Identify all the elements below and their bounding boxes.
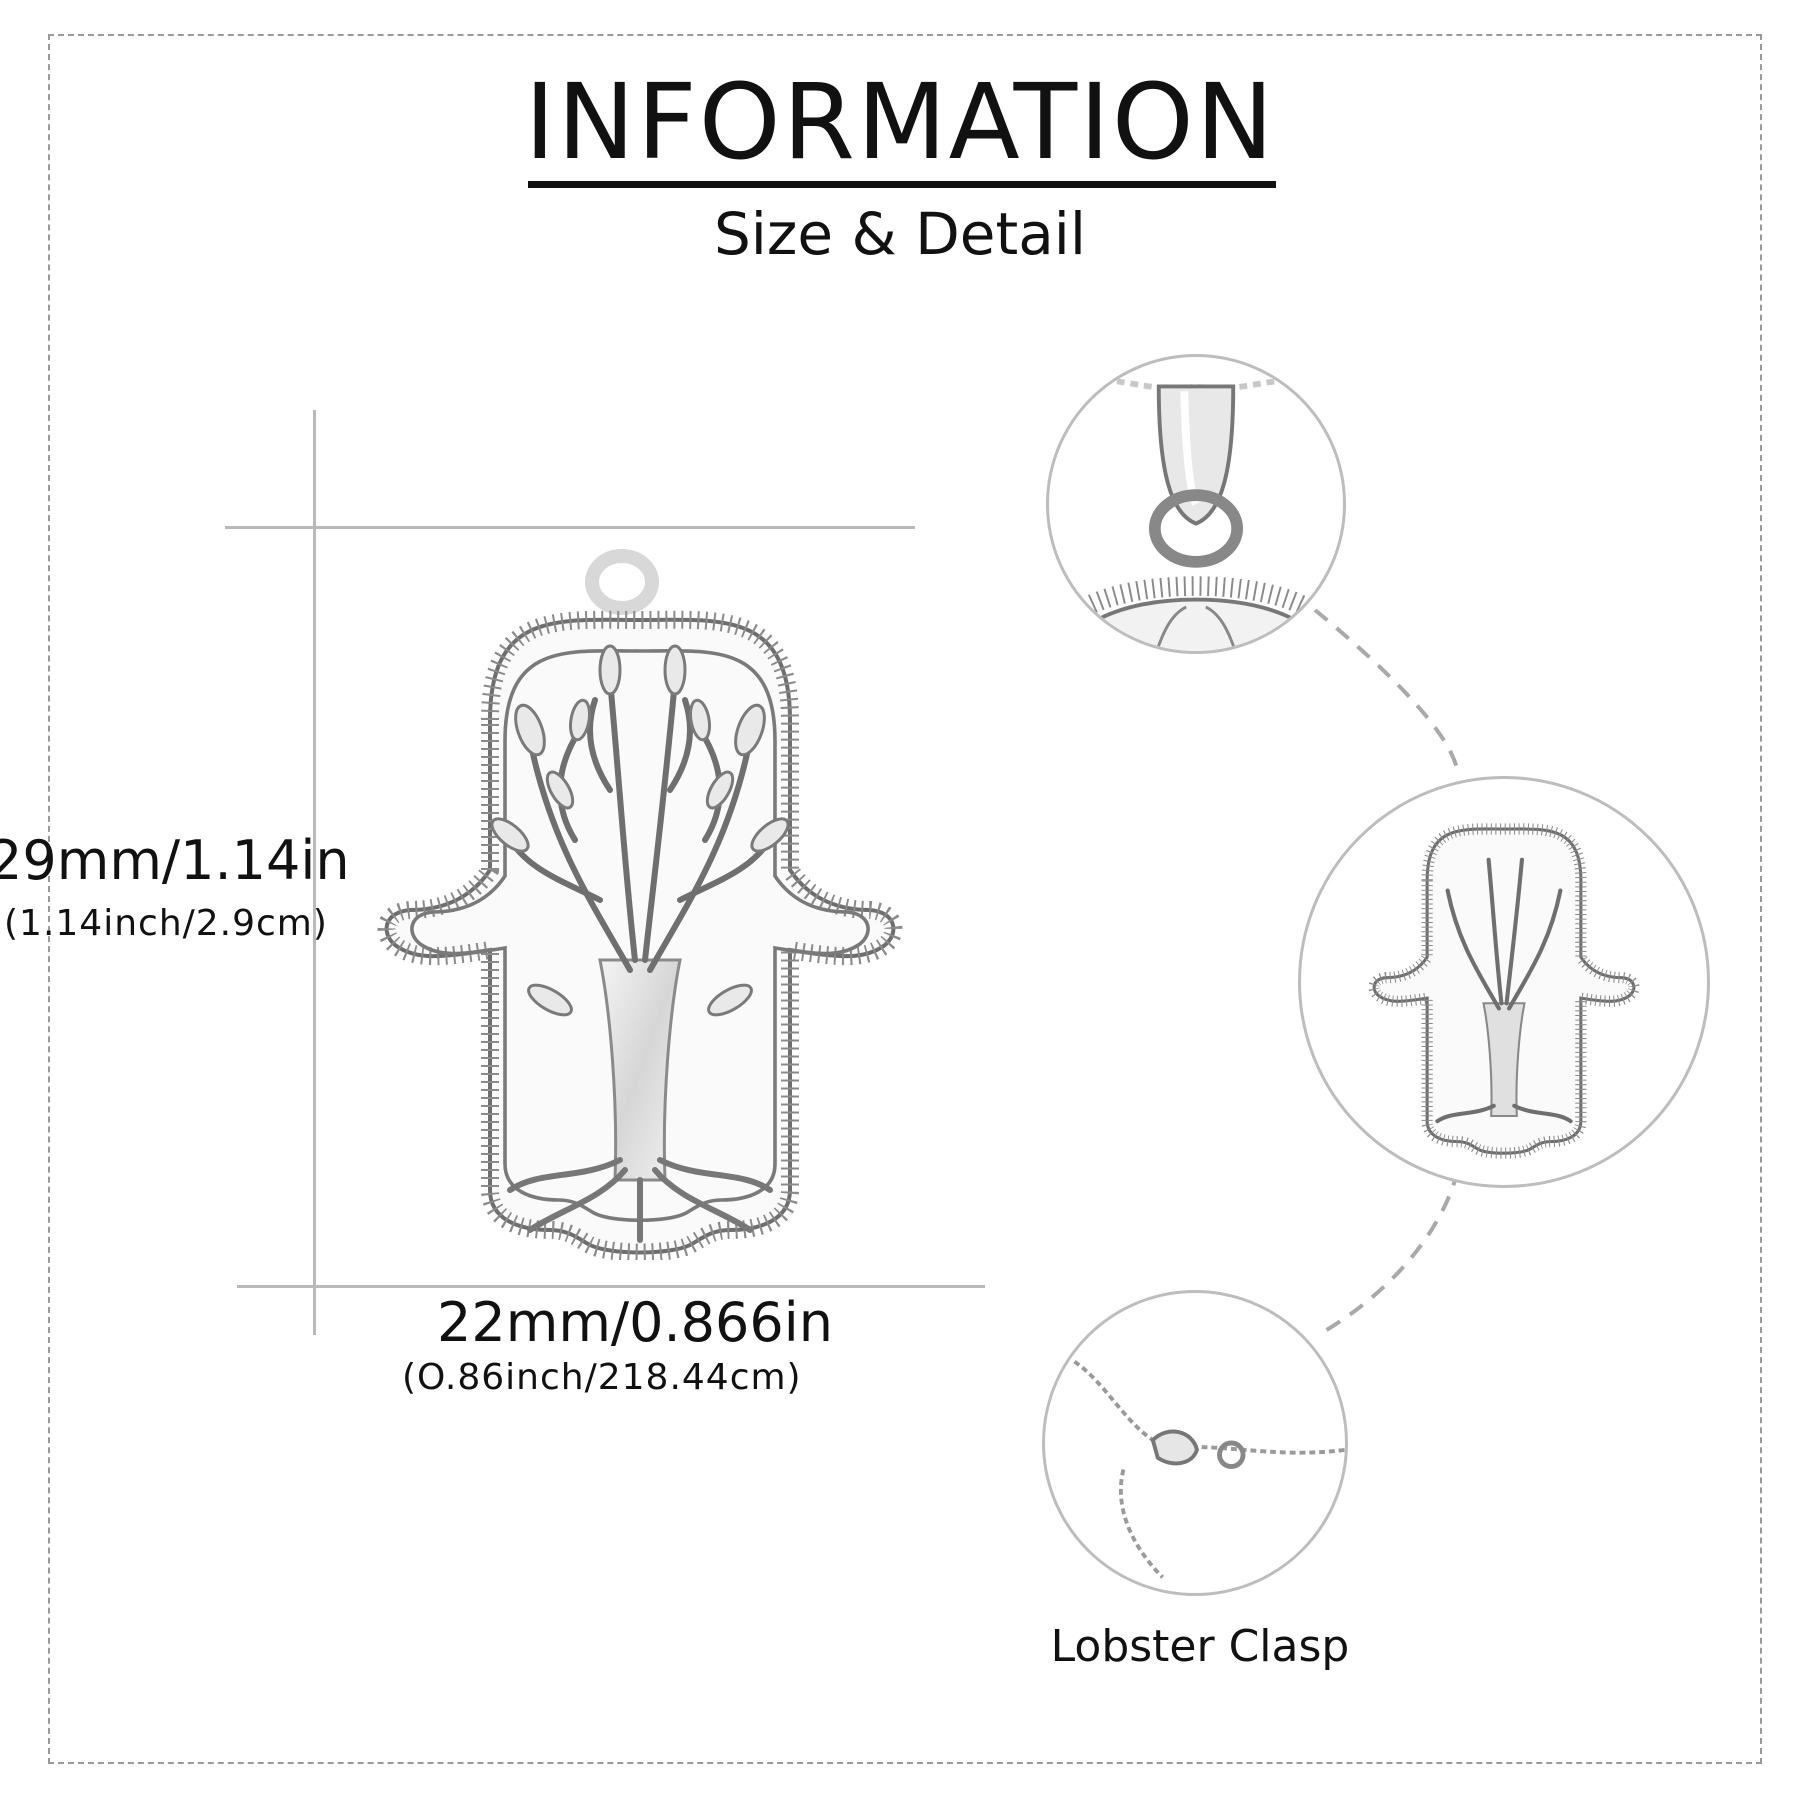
pendant-bail-detail-icon [1046,354,1346,654]
dashed-frame [48,34,1762,1764]
width-measurement: 22mm/0.866in [437,1291,833,1354]
page-subtitle: Size & Detail [713,200,1086,268]
hamsa-pendant-detail-icon [1298,776,1710,1188]
lobster-clasp-label: Lobster Clasp [1050,1621,1350,1672]
top-guide-line [225,526,915,529]
width-measurement-converted: (O.86inch/218.44cm) [402,1357,802,1398]
height-measurement-converted: (1.14inch/2.9cm) [4,903,328,944]
lobster-clasp-detail-icon [1042,1290,1348,1596]
height-measurement: 29mm/1.14in [0,829,350,892]
page-title: INFORMATION [524,61,1276,183]
title-underline [528,181,1276,188]
hamsa-tree-pendant-icon [360,540,920,1260]
bottom-guide-line [237,1285,985,1288]
height-guide-line [313,410,316,1335]
